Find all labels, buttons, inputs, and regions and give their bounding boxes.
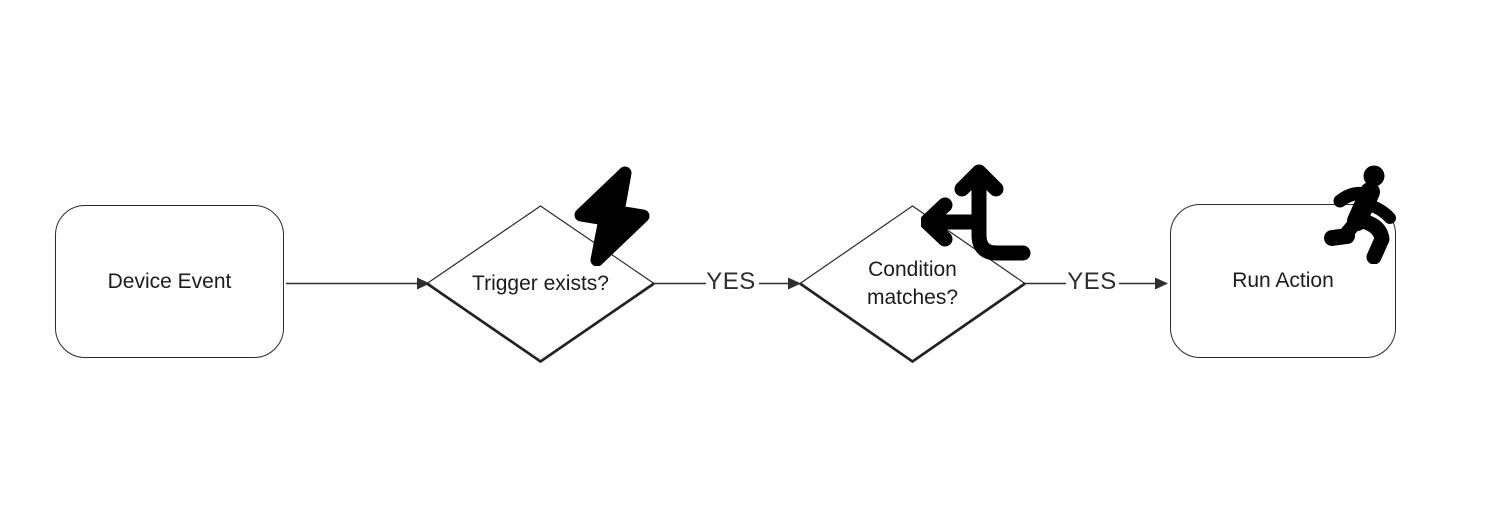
arrowhead-icon xyxy=(788,277,801,290)
node-device-event-label: Device Event xyxy=(107,269,232,293)
node-device-event[interactable]: Device Event xyxy=(55,205,284,358)
split-arrows-icon xyxy=(921,164,1031,261)
edge-condition-to-run xyxy=(1025,277,1168,290)
edge-label-yes-2: YES xyxy=(1067,268,1117,295)
edge-label-yes-1: YES xyxy=(706,268,756,295)
edge-device-to-trigger xyxy=(286,277,430,290)
node-trigger-exists-shape[interactable] xyxy=(426,205,655,364)
edge-trigger-to-condition xyxy=(654,277,801,290)
lightning-bolt-icon xyxy=(574,166,650,266)
node-trigger-exists-label: Trigger exists? xyxy=(472,272,609,295)
arrowhead-icon xyxy=(417,277,430,290)
node-run-action-label: Run Action xyxy=(1232,269,1334,292)
running-person-icon xyxy=(1324,165,1396,264)
arrowhead-icon xyxy=(1155,277,1168,290)
node-condition-matches-label: Condition matches? xyxy=(866,258,959,309)
node-run-action[interactable]: Run Action xyxy=(1170,204,1396,358)
